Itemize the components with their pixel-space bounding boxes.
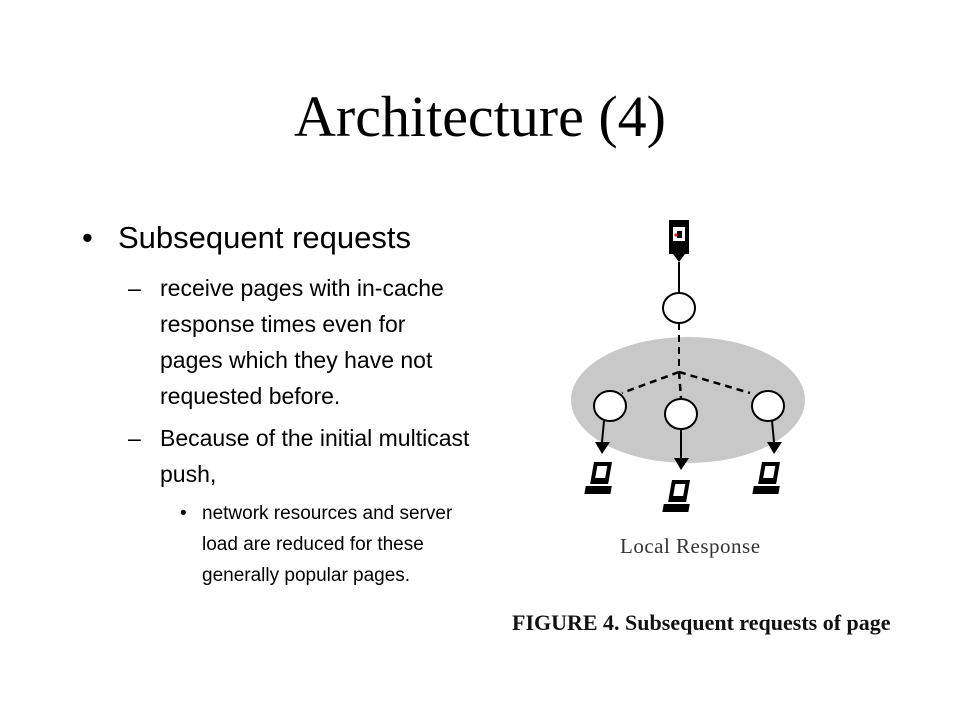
dashed-link-left <box>621 370 680 395</box>
arrowhead-icon <box>674 458 689 470</box>
bullet-mark: • <box>180 503 187 524</box>
arrowhead-icon <box>767 442 782 454</box>
local-node-center <box>664 398 698 430</box>
sub-bullet-text: Because of the initial multicast push, <box>160 425 470 487</box>
sub-bullet-item: – Because of the initial multicast push, <box>80 420 470 492</box>
dash-mark: – <box>128 425 141 451</box>
bullet-item: • Subsequent requests <box>80 218 490 258</box>
dash-mark: – <box>128 275 141 301</box>
figure: Local Response FIGURE 4. Subsequent requ… <box>500 210 920 650</box>
arrowhead-icon <box>595 442 610 454</box>
sub-bullet-item: – receive pages with in-cache response t… <box>80 270 470 414</box>
bullet-text: Subsequent requests <box>118 220 411 255</box>
bullet-list: • Subsequent requests – receive pages wi… <box>80 218 490 591</box>
client-computer-icon <box>584 462 612 494</box>
dashed-link-center <box>677 371 683 399</box>
dashed-link-right <box>678 370 751 395</box>
local-node-left <box>593 390 627 422</box>
server-icon <box>669 220 689 262</box>
slide-title: Architecture (4) <box>294 84 666 149</box>
local-node-right <box>751 390 785 422</box>
arrow-right <box>771 420 775 443</box>
sub-sub-bullet-item: • network resources and server load are … <box>80 498 472 591</box>
client-computer-icon <box>752 462 780 494</box>
arrow-left <box>601 420 605 443</box>
figure-caption: FIGURE 4. Subsequent requests of page <box>512 610 891 635</box>
client-computer-icon <box>662 480 690 512</box>
diagram-label: Local Response <box>620 534 761 558</box>
sub-bullet-text: receive pages with in-cache response tim… <box>160 275 444 409</box>
network-diagram <box>571 220 805 512</box>
root-node <box>662 292 696 324</box>
sub-sub-bullet-text: network resources and server load are re… <box>202 503 453 586</box>
bullet-mark: • <box>82 220 93 255</box>
